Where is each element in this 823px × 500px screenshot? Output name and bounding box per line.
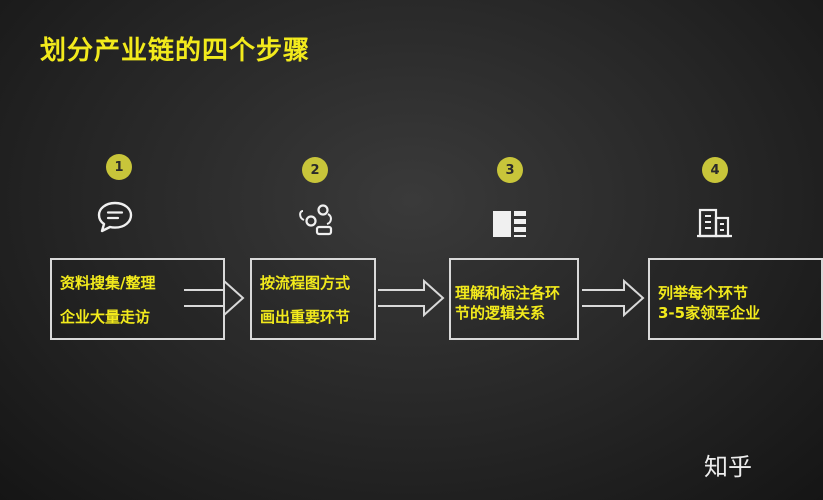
building-icon	[697, 208, 732, 238]
step-4-line-1: 列举每个环节	[658, 284, 749, 302]
step-1-line-1: 资料搜集/整理	[60, 274, 156, 292]
zhihu-watermark: 知乎	[704, 453, 752, 481]
step-3-line-2: 节的逻辑关系	[455, 304, 546, 322]
arrow-right-icon	[184, 278, 245, 318]
step-2-line-1: 按流程图方式	[260, 274, 351, 292]
flow-chart-icon	[299, 204, 333, 236]
step-4-box: 列举每个环节 3-5家领军企业	[648, 258, 823, 340]
arrow-right-icon	[582, 278, 645, 318]
step-2-number-badge: 2	[302, 157, 328, 183]
step-2-line-2: 画出重要环节	[260, 308, 351, 326]
step-4-number-badge: 4	[702, 157, 728, 183]
step-4-line-2: 3-5家领军企业	[658, 304, 761, 322]
step-3-line-1: 理解和标注各环	[455, 284, 561, 302]
step-1-number-badge: 1	[106, 154, 132, 180]
slide-title: 划分产业链的四个步骤	[40, 36, 311, 66]
step-1-line-2: 企业大量走访	[60, 308, 151, 326]
step-2-box: 按流程图方式 画出重要环节	[250, 258, 376, 340]
chat-bubble-icon	[97, 201, 133, 233]
step-3-number-badge: 3	[497, 157, 523, 183]
step-3-box: 理解和标注各环 节的逻辑关系	[449, 258, 579, 340]
step-4-clip: 列举每个环节 3-5家领军企业	[648, 258, 823, 340]
arrow-right-icon	[378, 278, 445, 318]
table-grid-icon	[493, 211, 526, 237]
step-1-box: 资料搜集/整理 企业大量走访	[50, 258, 225, 340]
